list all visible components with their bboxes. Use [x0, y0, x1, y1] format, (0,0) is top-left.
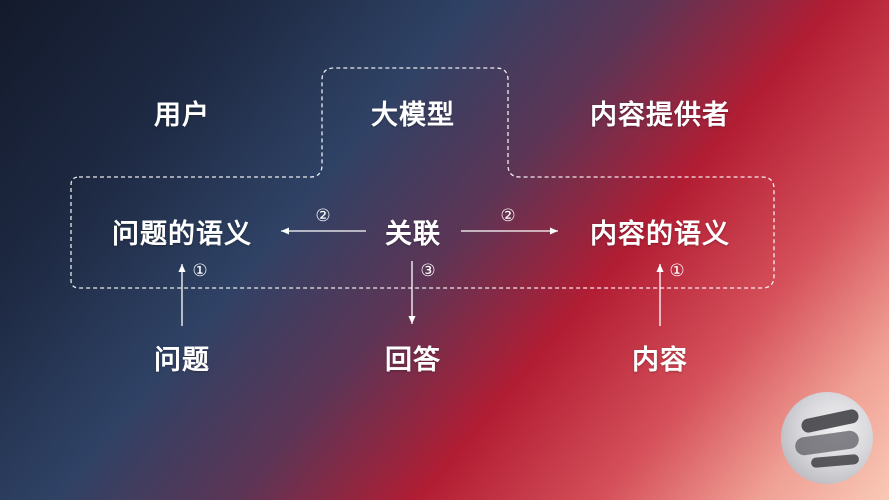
- label-question: 问题: [154, 345, 210, 376]
- step-marker-1-right: ①: [669, 261, 685, 281]
- label-content-semantics: 内容的语义: [590, 219, 730, 250]
- label-content-provider: 内容提供者: [590, 100, 730, 131]
- step-marker-2-right: ②: [500, 206, 516, 226]
- step-marker-2-left: ②: [315, 206, 331, 226]
- label-answer: 回答: [385, 345, 441, 376]
- dashed-boundary: [70, 67, 775, 289]
- label-large-model: 大模型: [371, 100, 455, 131]
- step-marker-3: ③: [420, 261, 436, 281]
- step-marker-1-left: ①: [192, 261, 208, 281]
- label-user: 用户: [154, 100, 210, 131]
- presenter-avatar: [781, 392, 873, 484]
- label-association: 关联: [385, 219, 441, 250]
- label-content: 内容: [632, 345, 688, 376]
- label-question-semantics: 问题的语义: [112, 219, 252, 250]
